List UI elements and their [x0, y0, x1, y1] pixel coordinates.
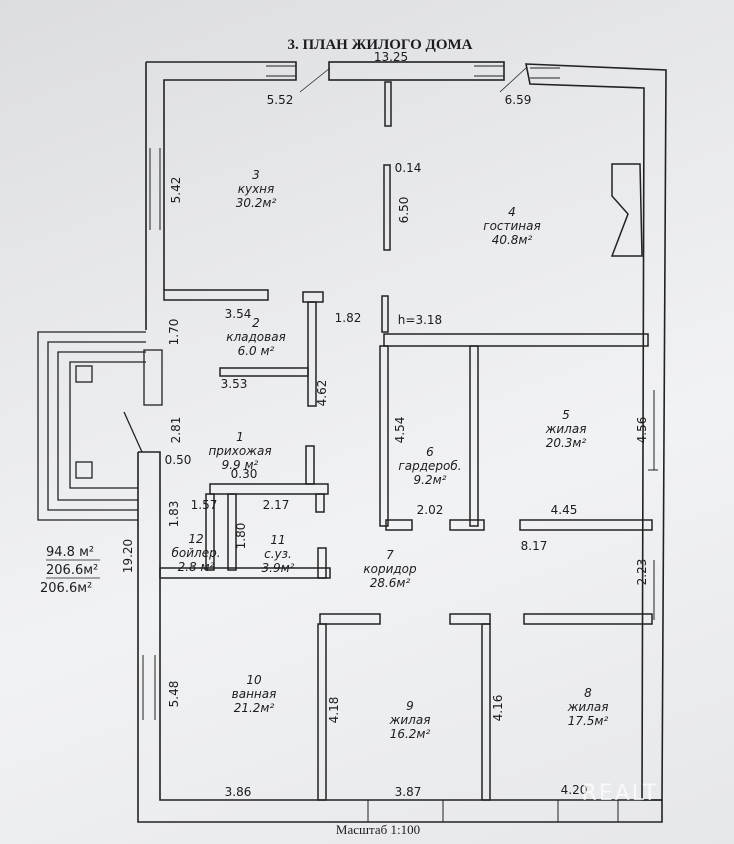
room-7-name: коридор: [363, 562, 417, 576]
dim-387: 3.87: [395, 785, 422, 799]
dim-180: 1.80: [234, 523, 248, 550]
room-11-name: с.уз.: [264, 547, 292, 561]
area-useful: 206.6м²: [46, 563, 98, 578]
dimension-lines: [213, 67, 527, 570]
outer-walls: [137, 61, 667, 823]
room-5-num: 5: [562, 408, 570, 422]
windows: [142, 65, 658, 823]
room-12-num: 12: [188, 532, 203, 546]
room-7-num: 7: [386, 548, 394, 562]
dim-050: 0.50: [165, 453, 192, 467]
dim-kitchen-partition: 6.50: [397, 197, 411, 224]
area-living: 94.8 м²: [46, 545, 94, 560]
room-10-area: 21.2м²: [234, 701, 275, 715]
plan-title: 3. ПЛАН ЖИЛОГО ДОМА: [287, 37, 472, 53]
area-summary: 94.8 м² 206.6м² 206.6м²: [40, 545, 100, 596]
room-9-area: 16.2м²: [390, 727, 431, 741]
dim-030: 0.30: [231, 467, 258, 481]
room-10-num: 10: [246, 673, 262, 687]
room-10-name: ванная: [232, 687, 277, 701]
dim-418: 4.18: [327, 697, 341, 724]
room-3-name: кухня: [238, 182, 275, 196]
scale-label: Масштаб 1:100: [336, 822, 420, 837]
room-2-area: 6.0 м²: [238, 344, 275, 358]
room-11-num: 11: [270, 533, 285, 547]
room-11-area: 3.9м²: [262, 561, 295, 575]
dim-454: 4.54: [393, 417, 407, 444]
dim-456: 4.56: [635, 417, 649, 444]
watermark-logo: REALT: [582, 781, 659, 806]
room-1-name: прихожая: [208, 444, 271, 458]
dim-817: 8.17: [521, 539, 548, 553]
labels: 3. ПЛАН ЖИЛОГО ДОМА 13.25 5.52 6.59 5.42…: [121, 37, 649, 799]
dim-170: 1.70: [167, 319, 181, 346]
room-3-area: 30.2м²: [236, 196, 277, 210]
dim-445: 4.45: [551, 503, 578, 517]
porch: [37, 331, 163, 521]
room-1-area: 9.9 м²: [222, 458, 259, 472]
dim-420: 4.20: [561, 783, 588, 797]
dim-202: 2.02: [417, 503, 444, 517]
room-6-num: 6: [426, 445, 434, 459]
dim-183: 1.83: [167, 501, 181, 528]
room-5-name: жилая: [545, 422, 587, 436]
dim-354: 3.54: [225, 307, 252, 321]
dim-548: 5.48: [167, 681, 181, 708]
room-8-name: жилая: [567, 700, 609, 714]
room-4-area: 40.8м²: [492, 233, 533, 247]
room-12-name: бойлер.: [171, 546, 220, 560]
ceiling-height: h=3.18: [398, 313, 442, 327]
room-7-area: 28.6м²: [370, 576, 411, 590]
dim-kitchen-side: 5.42: [169, 177, 183, 204]
room-6-name: гардероб.: [398, 459, 461, 473]
room-8-area: 17.5м²: [568, 714, 609, 728]
room-1-num: 1: [236, 430, 244, 444]
room-2-num: 2: [252, 316, 260, 330]
room-9-num: 9: [406, 699, 414, 713]
dim-462: 4.62: [315, 380, 329, 407]
room-12-area: 2.8 м²: [178, 560, 215, 574]
dim-416: 4.16: [491, 695, 505, 722]
room-4-name: гостиная: [483, 219, 540, 233]
dim-1920: 19.20: [121, 539, 135, 573]
dim-353: 3.53: [221, 377, 248, 391]
area-total: 206.6м²: [40, 581, 92, 596]
room-2-name: кладовая: [226, 330, 286, 344]
dim-223: 2.23: [635, 559, 649, 586]
dim-217: 2.17: [263, 498, 290, 512]
room-8-num: 8: [584, 686, 592, 700]
dim-157: 1.57: [191, 498, 218, 512]
room-3-num: 3: [252, 168, 260, 182]
dim-partition-gap: 0.14: [395, 161, 422, 175]
dim-top-total: 13.25: [374, 50, 408, 64]
dim-182: 1.82: [335, 311, 362, 325]
room-6-area: 9.2м²: [414, 473, 447, 487]
interior-walls: [159, 81, 653, 801]
room-5-area: 20.3м²: [546, 436, 587, 450]
dim-281: 2.81: [169, 417, 183, 444]
dim-386: 3.86: [225, 785, 252, 799]
dim-kitchen-top: 5.52: [267, 93, 294, 107]
dim-living-top: 6.59: [505, 93, 532, 107]
room-9-name: жилая: [389, 713, 431, 727]
room-4-num: 4: [508, 205, 516, 219]
